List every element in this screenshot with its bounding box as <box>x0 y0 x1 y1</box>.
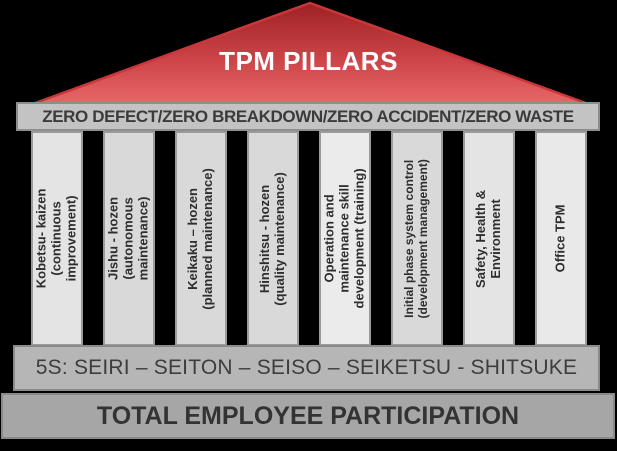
pillar-keikaku-hozen: Keikaku – hozen (planned maintenance) <box>175 131 227 346</box>
pillar-label: Kobetsu- kaizen (continuous improvement) <box>33 188 79 289</box>
pillar-office-tpm: Office TPM <box>535 131 587 346</box>
zero-defect-beam: ZERO DEFECT/ZERO BREAKDOWN/ZERO ACCIDENT… <box>16 102 600 131</box>
pillar-label: Operation and maintenance skill developm… <box>321 168 367 309</box>
pillar-safety-health-environment: Safety, Health & Environment <box>463 131 515 346</box>
pillar-label: Safety, Health & Environment <box>473 189 503 288</box>
foundation-beam: TOTAL EMPLOYEE PARTICIPATION <box>1 393 615 439</box>
pillar-label: Initial phase system control (developmen… <box>402 158 430 319</box>
pillar-label: Keikaku – hozen (planned maintenance) <box>185 167 215 310</box>
pillar-label: Jishu - hozen (autonomous maintenance) <box>105 196 151 281</box>
foundation-beam-label: TOTAL EMPLOYEE PARTICIPATION <box>96 401 520 430</box>
zero-defect-beam-label: ZERO DEFECT/ZERO BREAKDOWN/ZERO ACCIDENT… <box>42 106 574 126</box>
pillar-label: Hinshitsu - hozen (quality maintenance) <box>257 171 287 306</box>
pillar-label: Office TPM <box>552 204 568 273</box>
pillar-kobetsu-kaizen: Kobetsu- kaizen (continuous improvement) <box>31 131 83 346</box>
pillar-jishu-hozen: Jishu - hozen (autonomous maintenance) <box>103 131 155 346</box>
pillar-hinshitsu-hozen: Hinshitsu - hozen (quality maintenance) <box>247 131 299 346</box>
roof-title: TPM PILLARS <box>219 46 398 76</box>
five-s-beam-label: 5S: SEIRI – SEITON – SEISO – SEIKETSU - … <box>35 356 578 379</box>
pillar-skill-development: Operation and maintenance skill developm… <box>319 131 371 346</box>
pillar-initial-phase-control: Initial phase system control (developmen… <box>391 131 443 346</box>
five-s-beam: 5S: SEIRI – SEITON – SEISO – SEIKETSU - … <box>13 345 600 391</box>
